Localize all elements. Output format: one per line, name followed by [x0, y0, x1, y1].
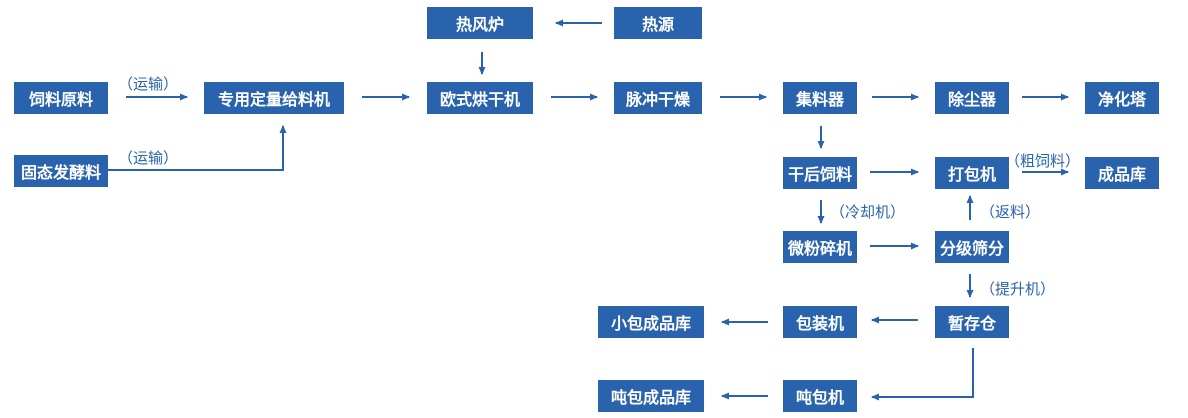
- node-micro-crusher: 微粉碎机: [783, 231, 857, 263]
- node-packing-machine: 包装机: [783, 306, 857, 338]
- label-transport-2: （运输）: [118, 149, 179, 167]
- node-packer: 打包机: [935, 157, 1009, 189]
- label-coarse: （粗饲料）: [1005, 152, 1081, 170]
- node-dryer: 欧式烘干机: [427, 82, 533, 114]
- node-solid-ferment: 固态发酵料: [14, 155, 108, 187]
- label-cooling: （冷却机）: [830, 203, 906, 221]
- node-small-bag-store: 小包成品库: [598, 306, 704, 338]
- arrow-bin-to-tonbag: [871, 348, 974, 401]
- node-dried-feed: 干后饲料: [783, 157, 857, 189]
- node-pulse-dryer: 脉冲干燥: [614, 82, 702, 114]
- node-hot-air-furnace: 热风炉: [427, 7, 533, 39]
- node-finished-store: 成品库: [1085, 157, 1159, 189]
- node-feeder: 专用定量给料机: [204, 82, 344, 114]
- label-lift: （提升机）: [980, 280, 1056, 298]
- node-purify-tower: 净化塔: [1085, 82, 1159, 114]
- node-grader: 分级筛分: [935, 231, 1009, 263]
- node-temp-bin: 暂存仓: [935, 306, 1009, 338]
- node-heat-source: 热源: [614, 7, 702, 39]
- label-transport-1: （运输）: [118, 75, 179, 93]
- node-feed-raw: 饲料原料: [14, 82, 108, 114]
- node-ton-bag-machine: 吨包机: [783, 380, 857, 412]
- node-collector: 集料器: [783, 82, 857, 114]
- arrow-ferment-to-feeder: [108, 125, 287, 171]
- node-dust-remover: 除尘器: [935, 82, 1009, 114]
- node-ton-bag-store: 吨包成品库: [598, 380, 704, 412]
- label-return: （返料）: [980, 203, 1041, 221]
